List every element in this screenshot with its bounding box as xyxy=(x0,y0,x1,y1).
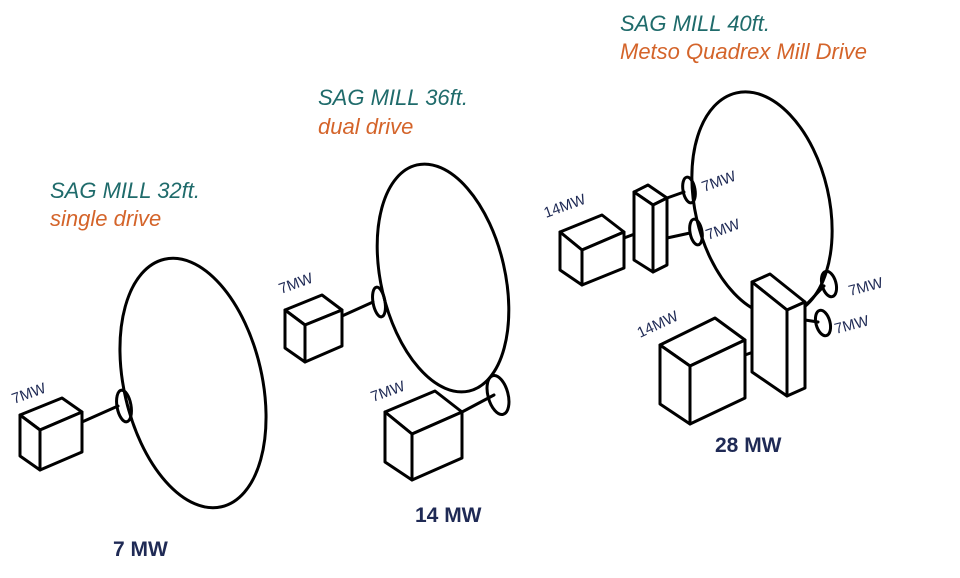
gearbox xyxy=(750,272,807,398)
diagram-title: SAG MILL 36ft. xyxy=(318,85,468,110)
mill-shell xyxy=(375,162,511,394)
drive-shaft xyxy=(665,231,692,240)
pinion-gear xyxy=(813,308,833,338)
diagram-subtitle: single drive xyxy=(50,206,161,231)
diagram-sag-mill-40ft: SAG MILL 40ft. Metso Quadrex Mill Drive … xyxy=(542,11,886,457)
pinion-gear xyxy=(681,175,697,205)
motor xyxy=(658,316,747,426)
pinion-gear xyxy=(688,217,704,247)
motor-power-label: 14MW xyxy=(542,191,589,222)
gearbox xyxy=(632,183,669,274)
pinion-power-label: 7MW xyxy=(704,216,743,244)
motor xyxy=(18,396,84,472)
total-power: 14 MW xyxy=(415,504,482,527)
motor xyxy=(383,389,464,482)
diagram-subtitle: dual drive xyxy=(318,114,413,139)
diagram-sag-mill-32ft: SAG MILL 32ft. single drive 7MW 7 MW xyxy=(10,178,268,561)
diagram-title: SAG MILL 40ft. xyxy=(620,11,770,36)
pinion-gear xyxy=(485,374,511,416)
pinion-gear xyxy=(371,285,387,319)
motor xyxy=(558,213,626,287)
pinion-gear xyxy=(115,388,133,424)
mill-shell xyxy=(118,256,268,510)
motor-power-label: 7MW xyxy=(369,378,408,406)
drive-shaft xyxy=(803,284,826,308)
drive-shaft xyxy=(665,190,686,200)
motor xyxy=(283,293,344,364)
total-power: 7 MW xyxy=(113,538,168,561)
diagram-subtitle: Metso Quadrex Mill Drive xyxy=(620,39,867,64)
motor-power-label: 7MW xyxy=(277,270,316,298)
diagram-sag-mill-36ft: SAG MILL 36ft. dual drive 7MW 7MW 14 MW xyxy=(277,85,511,527)
pinion-power-label: 7MW xyxy=(847,274,886,300)
total-power: 28 MW xyxy=(715,434,782,457)
drive-shaft xyxy=(80,404,120,424)
diagram-title: SAG MILL 32ft. xyxy=(50,178,200,203)
pinion-power-label: 7MW xyxy=(700,168,739,196)
drive-shaft xyxy=(340,300,375,318)
pinion-power-label: 7MW xyxy=(833,312,872,338)
pinion-gear xyxy=(819,269,839,299)
motor-power-label: 7MW xyxy=(10,380,49,408)
